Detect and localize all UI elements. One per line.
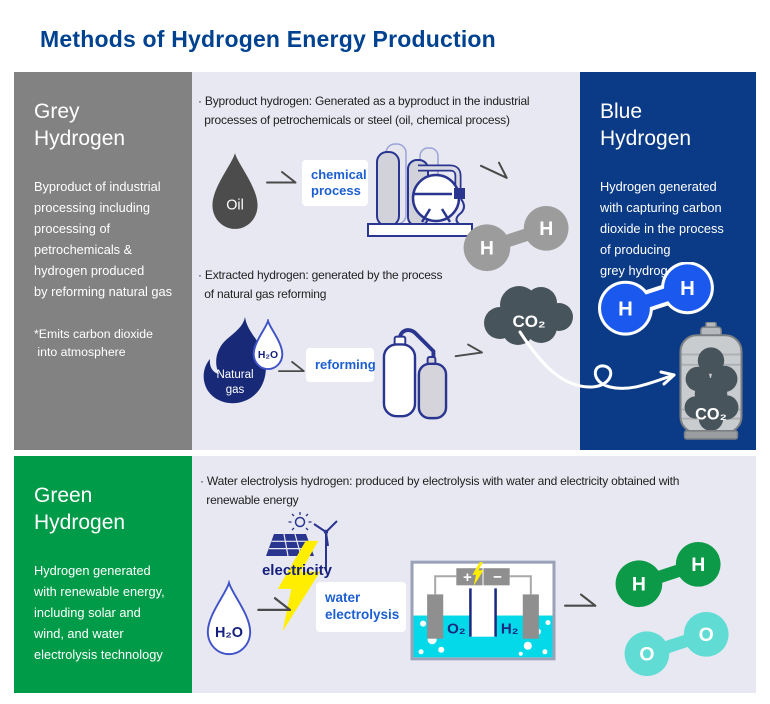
water-drop-icon: H₂O <box>252 319 284 371</box>
grey-hydrogen-panel: Grey Hydrogen Byproduct of industrial pr… <box>14 72 192 450</box>
arrow-icon <box>278 361 305 372</box>
o-atom-label: O <box>639 644 654 666</box>
byproduct-hydrogen-text: · Byproduct hydrogen: Generated as a byp… <box>198 94 530 127</box>
oil-drop-icon: Oil <box>212 153 258 229</box>
h-atom-label: H <box>691 554 705 576</box>
blue-panel-title: Blue Hydrogen <box>600 100 692 151</box>
blue-hydrogen-panel: Blue Hydrogen Hydrogen generated with ca… <box>580 72 756 450</box>
co2-cloud-label: CO₂ <box>512 312 545 331</box>
h2-molecule-icon: H H <box>598 262 714 336</box>
natural-gas-label: Natural gas <box>216 369 254 396</box>
chemical-process-box: chemical process <box>302 160 368 206</box>
water-electrolysis-box: water electrolysis <box>316 582 406 632</box>
water-electrolysis-text: · Water electrolysis hydrogen: produced … <box>200 474 680 507</box>
electrolysis-cell-icon: + − O₂ H₂ <box>410 560 556 661</box>
arrow-icon <box>454 343 483 358</box>
o2-molecule-icon: O O <box>624 611 729 677</box>
co2-canister-icon: CO₂ <box>679 322 743 440</box>
green-hydrogen-panel: Green Hydrogen Hydrogen generated with r… <box>14 456 192 693</box>
green-panel-title: Green Hydrogen <box>34 484 126 535</box>
green-process-area: · Water electrolysis hydrogen: produced … <box>192 456 756 693</box>
o-atom-label: O <box>699 624 714 646</box>
extracted-hydrogen-text: · Extracted hydrogen: generated by the p… <box>198 268 443 301</box>
battery-minus-label: − <box>493 569 502 586</box>
grey-process-area: · Byproduct hydrogen: Generated as a byp… <box>192 72 580 450</box>
green-panel-description: Hydrogen generated with renewable energy… <box>34 562 165 662</box>
h2o-label: H₂O <box>258 350 278 361</box>
reforming-tanks-icon <box>382 328 448 420</box>
co2-canister-label: CO₂ <box>695 406 727 424</box>
h-atom-label: H <box>539 218 553 240</box>
natural-gas-flame-icon <box>203 317 266 404</box>
h-atom-label: H <box>680 278 695 300</box>
o2-cell-label: O₂ <box>447 621 465 638</box>
arrow-icon <box>266 171 297 184</box>
arrow-icon <box>479 161 508 179</box>
arrow-icon <box>257 597 292 611</box>
co2-cloud-icon: CO₂ <box>484 286 573 345</box>
h-atom-label: H <box>632 574 646 596</box>
reforming-box: reforming <box>306 348 376 382</box>
h-atom-label: H <box>618 298 633 320</box>
water-drop-icon: H₂O <box>206 580 252 656</box>
h2-molecule-icon: H H <box>463 205 569 272</box>
capture-curly-arrow-icon <box>518 330 676 390</box>
page-title: Methods of Hydrogen Energy Production <box>40 26 496 52</box>
arrow-icon <box>564 593 597 607</box>
h2o-label: H₂O <box>215 625 243 641</box>
blue-panel-description: Hydrogen generated with capturing carbon… <box>600 178 724 278</box>
h2-molecule-icon: H H <box>615 541 721 608</box>
grey-panel-description: Byproduct of industrial processing inclu… <box>34 178 172 299</box>
grey-panel-note: *Emits carbon dioxide into atmosphere <box>34 326 153 359</box>
grey-panel-title: Grey Hydrogen <box>34 100 126 151</box>
electricity-label: electricity <box>261 562 333 579</box>
oil-label: Oil <box>226 197 244 213</box>
chemical-plant-icon <box>367 143 473 237</box>
battery-plus-label: + <box>463 569 472 586</box>
h-atom-label: H <box>480 238 494 260</box>
h2-cell-label: H₂ <box>501 621 519 638</box>
